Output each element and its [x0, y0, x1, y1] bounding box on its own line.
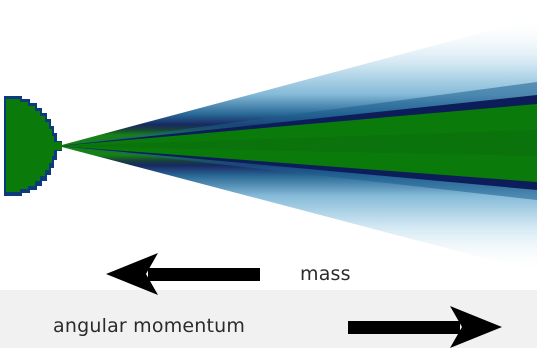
star-neck	[52, 142, 62, 150]
illustration-panel: mass	[0, 0, 537, 295]
mass-label: mass	[300, 263, 351, 285]
angular-momentum-arrow	[348, 306, 502, 348]
disk-core-inner-shade	[58, 130, 537, 156]
mass-arrow	[106, 253, 260, 295]
star-body	[6, 99, 54, 192]
angular-momentum-label: angular momentum	[53, 315, 246, 337]
disk-wedge-illustration	[4, 18, 537, 272]
